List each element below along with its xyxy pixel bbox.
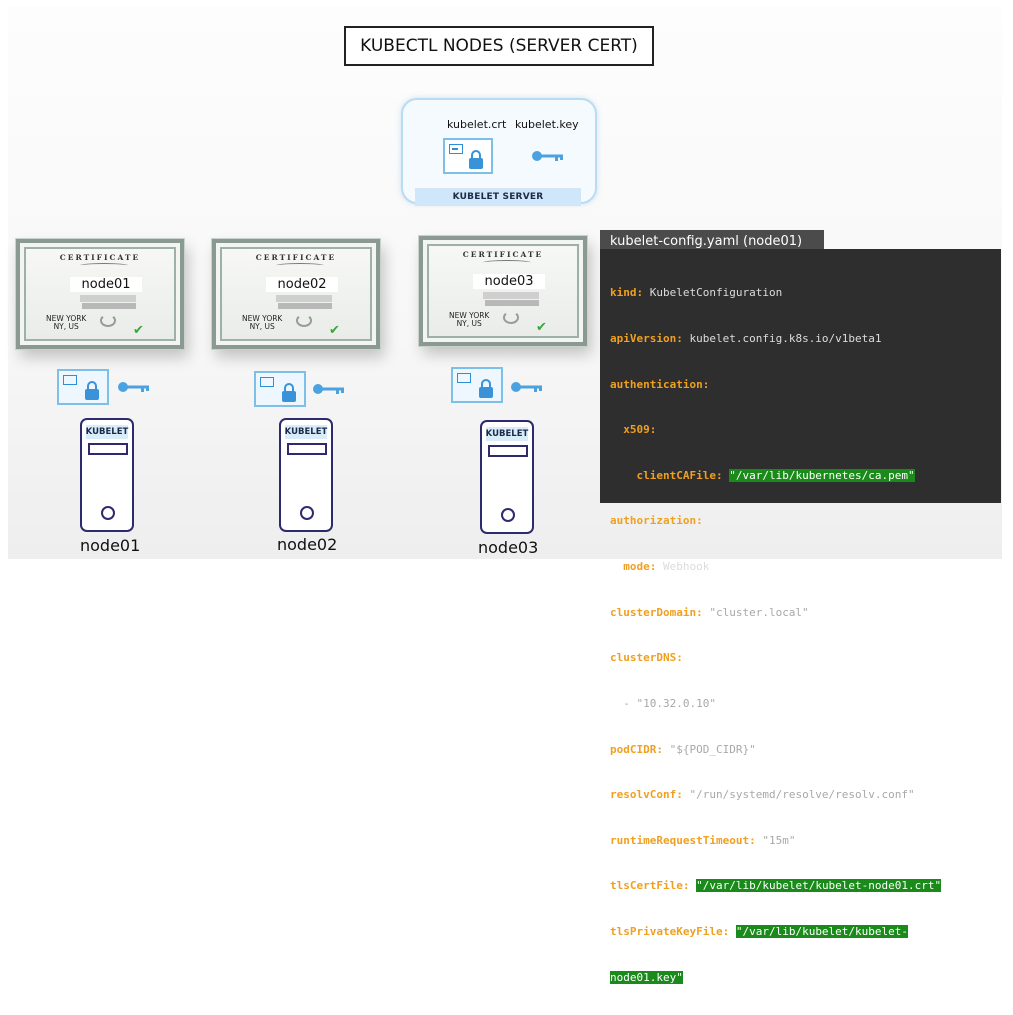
node03-certificate-icon <box>451 367 503 403</box>
kubelet-server-box: kubelet.crt kubelet.key KUBELET SERVER <box>401 98 597 206</box>
code-line: authorization: <box>610 514 703 528</box>
redacted-text <box>82 303 136 309</box>
flourish-ornament <box>276 263 324 268</box>
certificate-name: node03 <box>473 274 545 289</box>
certificate-card-node01: CERTIFICATE node01 NEW YORK NY, US ✔ <box>15 238 185 350</box>
code-line: tlsPrivateKeyFile: "/var/lib/kubelet/kub… <box>610 924 909 938</box>
code-line: x509: <box>623 423 657 437</box>
lock-icon <box>282 383 296 402</box>
node01-certificate-icon <box>57 369 109 405</box>
key-icon <box>118 382 149 392</box>
code-line: podCIDR: "${POD_CIDR}" <box>610 742 756 756</box>
certificate-name: node02 <box>266 277 338 292</box>
code-line: resolvConf: "/run/systemd/resolve/resolv… <box>610 788 915 802</box>
check-icon: ✔ <box>536 320 547 335</box>
certificate-city: NEW YORK <box>242 314 283 323</box>
drive-slot <box>488 445 528 457</box>
seal-icon <box>503 311 519 324</box>
node03-server: KUBELET <box>480 420 534 534</box>
redacted-text <box>80 295 136 302</box>
certificate-state: NY, US <box>249 322 275 331</box>
redacted-text <box>483 292 539 299</box>
lock-icon <box>469 150 483 169</box>
key-icon <box>313 384 344 394</box>
check-icon: ✔ <box>329 323 340 338</box>
code-line: apiVersion: kubelet.config.k8s.io/v1beta… <box>610 332 882 346</box>
node02-server: KUBELET <box>279 418 333 532</box>
seal-icon <box>100 314 116 327</box>
code-line: node01.key" <box>610 970 683 984</box>
drive-slot <box>287 443 327 455</box>
code-line: runtimeRequestTimeout: "15m" <box>610 833 796 847</box>
kubelet-badge: KUBELET <box>485 427 529 441</box>
certificate-location: NEW YORK NY, US <box>449 312 489 328</box>
node01-server: KUBELET <box>80 418 134 532</box>
code-line: authentication: <box>610 377 710 391</box>
certificate-location: NEW YORK NY, US <box>46 315 86 331</box>
certificate-icon <box>443 138 493 174</box>
key-icon <box>511 382 542 392</box>
document-icon <box>63 375 77 385</box>
code-line: tlsCertFile: "/var/lib/kubelet/kubelet-n… <box>610 879 942 893</box>
power-button-icon <box>501 508 515 522</box>
certificate-card-node02: CERTIFICATE node02 NEW YORK NY, US ✔ <box>211 238 381 350</box>
drive-slot <box>88 443 128 455</box>
certificate-city: NEW YORK <box>46 314 87 323</box>
node02-certificate-icon <box>254 371 306 407</box>
node01-label: node01 <box>80 536 141 555</box>
config-file-tab: kubelet-config.yaml (node01) <box>600 230 824 253</box>
certificate-heading: CERTIFICATE <box>255 253 337 262</box>
kubelet-key-label: kubelet.key <box>515 118 579 131</box>
redacted-text <box>278 303 332 309</box>
document-icon <box>449 144 463 154</box>
code-line: clusterDomain: "cluster.local" <box>610 605 809 619</box>
code-line: - "10.32.0.10" <box>623 696 716 710</box>
code-line: clusterDNS: <box>610 651 683 665</box>
code-line: kind: KubeletConfiguration <box>610 286 783 300</box>
redacted-text <box>485 300 539 306</box>
redacted-text <box>276 295 332 302</box>
node02-label: node02 <box>277 535 338 554</box>
page-title: KUBECTL NODES (SERVER CERT) <box>344 26 654 66</box>
document-icon <box>457 373 471 383</box>
certificate-heading: CERTIFICATE <box>59 253 141 262</box>
kubelet-badge: KUBELET <box>85 425 129 439</box>
power-button-icon <box>300 506 314 520</box>
certificate-name: node01 <box>70 277 142 292</box>
node03-label: node03 <box>478 538 539 557</box>
certificate-location: NEW YORK NY, US <box>242 315 282 331</box>
kubelet-badge: KUBELET <box>284 425 328 439</box>
certificate-heading: CERTIFICATE <box>462 250 544 259</box>
document-icon <box>260 377 274 387</box>
kubelet-crt-label: kubelet.crt <box>447 118 507 131</box>
flourish-ornament <box>80 263 128 268</box>
code-line: clientCAFile: "/var/lib/kubernetes/ca.pe… <box>636 468 915 482</box>
certificate-state: NY, US <box>53 322 79 331</box>
check-icon: ✔ <box>133 323 144 338</box>
flourish-ornament <box>483 260 531 265</box>
seal-icon <box>296 314 312 327</box>
key-icon <box>532 151 563 161</box>
lock-icon <box>85 381 99 400</box>
certificate-frame <box>427 244 579 338</box>
code-line: mode: Webhook <box>623 560 710 574</box>
certificate-city: NEW YORK <box>449 311 490 320</box>
config-code-panel: kind: KubeletConfiguration apiVersion: k… <box>600 249 1001 984</box>
diagram-canvas: KUBECTL NODES (SERVER CERT) kubelet.crt … <box>8 6 1002 984</box>
certificate-state: NY, US <box>456 319 482 328</box>
lock-icon <box>479 379 493 398</box>
power-button-icon <box>101 506 115 520</box>
certificate-card-node03: CERTIFICATE node03 NEW YORK NY, US ✔ <box>418 235 588 347</box>
kubelet-server-label: KUBELET SERVER <box>415 188 581 206</box>
